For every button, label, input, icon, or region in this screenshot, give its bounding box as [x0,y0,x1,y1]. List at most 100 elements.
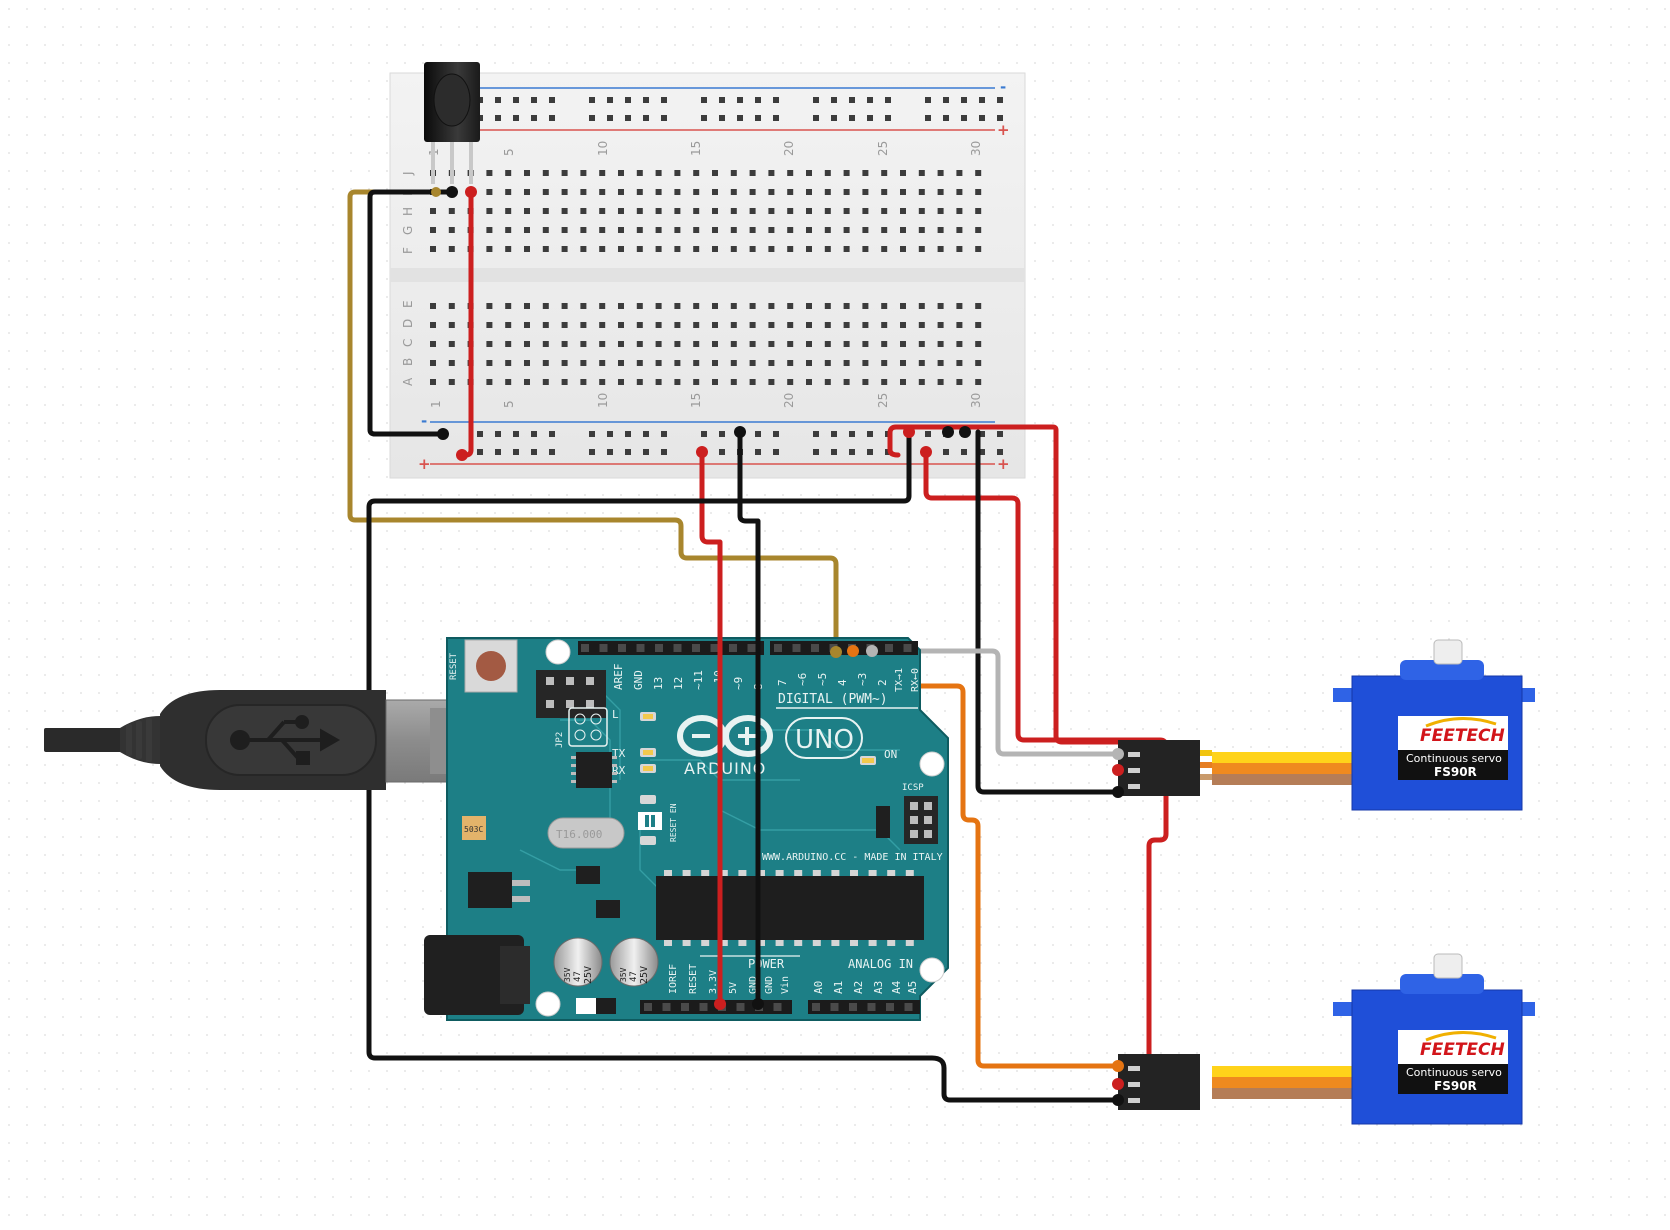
breadboard-hole [513,115,519,121]
breadboard-hole [787,170,794,176]
crystal [547,817,625,849]
breadboard-hole [961,449,967,455]
breadboard-hole [806,360,812,366]
header-pin [867,1003,876,1011]
breadboard-hole [787,379,794,385]
breadboard-hole [599,189,606,195]
breadboard-hole [867,115,873,121]
breadboard-hole [486,170,493,176]
breadboard-hole [813,431,819,437]
breadboard-hole [885,115,891,121]
breadboard-hole [730,208,737,214]
breadboard-hole [937,246,944,252]
breadboard-hole [806,189,812,195]
breadboard-hole [862,189,869,195]
breadboard-hole [900,170,906,176]
breadboard-hole [589,431,595,437]
breadboard-hole [862,322,869,328]
breadboard-hole [900,322,906,328]
breadboard-hole [607,115,613,121]
breadboard-hole [849,431,855,437]
row-label-a: A [401,377,415,386]
breadboard-hole [599,360,606,366]
breadboard-hole [524,189,530,195]
header-digital-low [770,641,918,655]
breadboard-hole [937,189,944,195]
breadboard-hole [719,449,725,455]
breadboard-hole [937,379,944,385]
breadboard-hole [937,341,944,347]
breadboard-hole [787,246,794,252]
ir-sensor [424,62,480,184]
breadboard-hole [900,303,906,309]
header-pin [644,1003,652,1011]
breadboard-hole [448,341,455,347]
breadboard-hole [693,341,700,347]
servo1-model: FS90R [1434,765,1477,779]
header-pin [903,644,912,652]
reset-button[interactable] [464,639,518,693]
breadboard-hole [505,189,512,195]
breadboard-hole [701,115,707,121]
breadboard-hole [956,208,963,214]
breadboard-hole [881,170,888,176]
breadboard-hole [542,208,549,214]
row-label-c: C [401,339,415,347]
breadboard-hole [430,303,436,309]
breadboard-hole [599,227,606,233]
breadboard-hole [693,303,700,309]
chip-pin [887,940,896,946]
breadboard-hole [918,227,925,233]
breadboard-hole [486,208,493,214]
header-pin [830,1003,839,1011]
breadboard-hole [768,341,775,347]
breadboard-hole [524,227,530,233]
breadboard-hole [655,341,662,347]
breadboard-hole [918,322,925,328]
pin-label-4: 4 [836,679,849,686]
breadboard-hole [881,227,888,233]
breadboard-hole [997,115,1003,121]
breadboard-hole [730,303,737,309]
breadboard-hole [843,379,850,385]
wire-black-gnd [737,429,761,1007]
servo1-ground-lead [1212,774,1352,785]
crystal-label: T16.000 [556,828,602,841]
breadboard-hole [979,449,985,455]
col-label-bottom-30: 30 [969,393,983,408]
breadboard-hole [599,303,606,309]
breadboard-hole [430,208,436,214]
breadboard-hole [674,208,681,214]
breadboard-hole [505,360,512,366]
breadboard-hole [524,208,530,214]
breadboard: - + - + + J I H G F E D C B A 1 5 10 15 … [389,72,1026,479]
reset-en-label: RESET EN [669,803,678,842]
breadboard-hole [561,341,568,347]
breadboard-hole [956,379,963,385]
breadboard-hole [862,227,869,233]
breadboard-hole [730,246,737,252]
breadboard-hole [430,341,436,347]
row-label-d: D [401,319,415,328]
row-label-f: F [401,247,415,254]
servo2-model: FS90R [1434,1079,1477,1093]
breadboard-hole [843,322,850,328]
breadboard-hole [831,431,837,437]
chip-pin [868,940,877,946]
cap1-line2: 47 [573,971,583,982]
arduino-brand: ARDUINO [684,759,766,778]
breadboard-hole [943,115,949,121]
pin-label-6: ~6 [796,673,809,686]
breadboard-hole [643,97,649,103]
header-pin [710,644,719,652]
breadboard-hole [862,379,869,385]
header-pin [773,1003,782,1011]
pin-label-rx0: RX←0 [910,668,921,692]
breadboard-hole [824,227,831,233]
header-pin [662,1003,671,1011]
breadboard-hole [542,170,549,176]
header-pin [699,1003,708,1011]
servo-2: FEETECH Continuous servo FS90R [1118,953,1535,1125]
breadboard-hole [831,449,837,455]
breadboard-hole [561,303,568,309]
